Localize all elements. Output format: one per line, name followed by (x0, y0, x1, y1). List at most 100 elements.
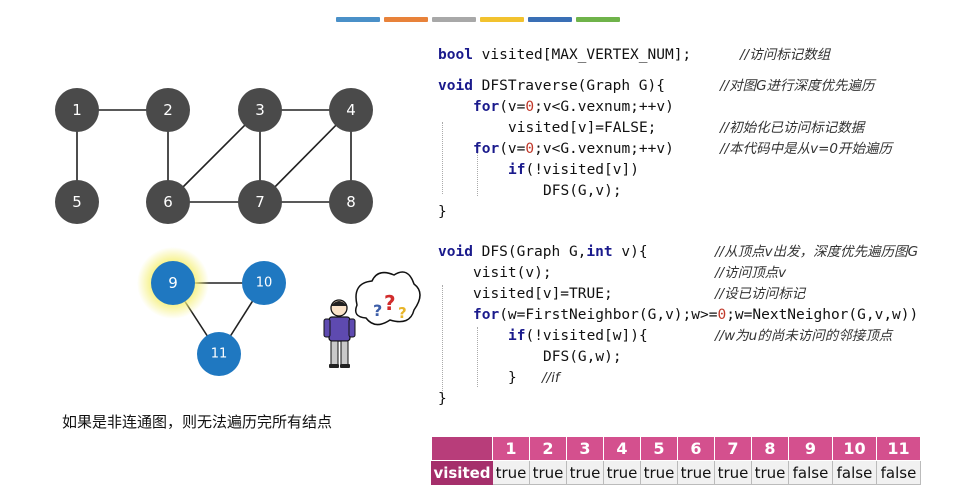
code-text: (!visited[w]){ (525, 328, 648, 344)
svg-text:?: ? (373, 301, 382, 320)
code-line: DFS(G,v); (543, 183, 622, 199)
code-keyword: for (473, 141, 500, 157)
code-line: if(!visited[v]) (508, 160, 639, 180)
graph-node-2: 2 (146, 88, 190, 132)
value-cell: true (603, 460, 641, 485)
node-label: 9 (168, 274, 178, 292)
node-label: 6 (163, 193, 173, 211)
node-label: 3 (255, 101, 265, 119)
node-label: 1 (72, 101, 82, 119)
code-text: (w=FirstNeighbor(G,v);w>= (499, 307, 718, 323)
code-number: 0 (717, 307, 727, 323)
header-cell: 5 (640, 436, 678, 461)
graph-node-10: 10 (242, 261, 286, 305)
row-label: visited (431, 460, 493, 485)
svg-text:?: ? (398, 304, 407, 322)
visited-table: 1 2 3 4 5 6 7 8 9 10 11 visited true tru… (431, 436, 921, 485)
graph-node-3: 3 (238, 88, 282, 132)
code-line: } (508, 370, 517, 386)
code-line: void DFSTraverse(Graph G){ (438, 76, 665, 96)
code-comment: //从顶点v出发，深度优先遍历图G (715, 244, 919, 260)
color-strip (336, 17, 620, 22)
header-cell: 3 (566, 436, 604, 461)
code-text: v){ (612, 244, 648, 260)
graph-canvas: 1 2 3 4 5 6 7 8 9 10 11 ? ? ? (55, 88, 421, 376)
color-strip-bar (336, 17, 380, 22)
node-label: 7 (255, 193, 265, 211)
value-cell: true (529, 460, 567, 485)
code-number: 0 (525, 99, 535, 115)
code-comment: //访问标记数组 (740, 47, 831, 63)
code-keyword: for (473, 99, 500, 115)
node-label: 8 (346, 193, 356, 211)
value-cell: false (876, 460, 921, 485)
graph-node-5: 5 (55, 180, 99, 224)
code-keyword: if (508, 162, 526, 178)
color-strip-bar (480, 17, 524, 22)
code-line: visit(v); (473, 265, 552, 281)
color-strip-bar (384, 17, 428, 22)
code-comment: //本代码中是从v=0开始遍历 (720, 141, 892, 157)
node-label: 4 (346, 101, 356, 119)
graph-node-8: 8 (329, 180, 373, 224)
graph1-nodes: 1 2 3 4 5 6 7 8 (55, 88, 373, 224)
code-line: bool visited[MAX_VERTEX_NUM]; (438, 45, 691, 65)
graph-node-1: 1 (55, 88, 99, 132)
code-line: } (438, 391, 447, 407)
svg-text:?: ? (384, 291, 396, 315)
graph-node-4: 4 (329, 88, 373, 132)
code-line: visited[v]=FALSE; (508, 120, 657, 136)
indent-guide (442, 285, 443, 395)
indent-guide (477, 146, 478, 196)
header-cell: 10 (832, 436, 877, 461)
code-line: for(v=0;v<G.vexnum;++v) (473, 139, 674, 159)
code-keyword: for (473, 307, 500, 323)
value-cell: true (714, 460, 752, 485)
color-strip-bar (432, 17, 476, 22)
header-blank-cell (431, 436, 493, 461)
value-cell: true (751, 460, 789, 485)
header-cell: 11 (876, 436, 921, 461)
code-comment: //if (542, 370, 560, 386)
visited-table-values: visited true true true true true true tr… (431, 460, 921, 485)
header-cell: 1 (492, 436, 530, 461)
code-comment: //初始化已访问标记数据 (720, 120, 865, 136)
node-label: 2 (163, 101, 173, 119)
graph-node-7: 7 (238, 180, 282, 224)
code-keyword: void (438, 244, 473, 260)
node-label: 11 (211, 347, 228, 362)
header-cell: 2 (529, 436, 567, 461)
code-comment: //设已访问标记 (715, 286, 806, 302)
code-comment: //访问顶点v (715, 265, 787, 281)
graph1-edges (76, 109, 352, 203)
header-cell: 8 (751, 436, 789, 461)
value-cell: true (640, 460, 678, 485)
value-cell: true (492, 460, 530, 485)
code-keyword: void (438, 78, 473, 94)
code-line: visited[v]=TRUE; (473, 286, 613, 302)
code-line: for(v=0;v<G.vexnum;++v) (473, 97, 674, 117)
code-text: (v= (499, 141, 526, 157)
code-text: (v= (499, 99, 526, 115)
graph2-nodes: 9 10 11 (151, 261, 286, 376)
color-strip-bar (576, 17, 620, 22)
code-keyword: if (508, 328, 526, 344)
header-cell: 6 (677, 436, 715, 461)
code-text: DFS(Graph G, (472, 244, 587, 260)
indent-guide (442, 122, 443, 194)
code-line: void DFS(Graph G,int v){ (438, 242, 648, 262)
graph-node-9: 9 (151, 261, 195, 305)
code-keyword: bool (438, 47, 473, 63)
code-text: DFSTraverse(Graph G){ (472, 78, 665, 94)
code-text: ;v<G.vexnum;++v) (534, 99, 674, 115)
code-text: ;v<G.vexnum;++v) (534, 141, 674, 157)
node-label: 5 (72, 193, 82, 211)
indent-guide (477, 327, 478, 387)
code-line: for(w=FirstNeighbor(G,v);w>=0;w=NextNeig… (473, 305, 918, 325)
code-comment: //对图G进行深度优先遍历 (720, 78, 875, 94)
code-text: (!visited[v]) (525, 162, 639, 178)
graph-node-6: 6 (146, 180, 190, 224)
header-cell: 4 (603, 436, 641, 461)
header-cell: 7 (714, 436, 752, 461)
code-line: if(!visited[w]){ (508, 326, 648, 346)
